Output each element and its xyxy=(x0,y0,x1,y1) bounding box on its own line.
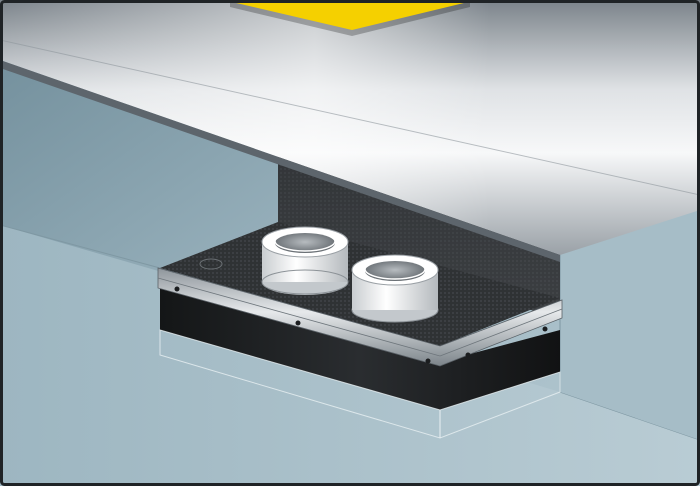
back-panel-shade xyxy=(278,150,560,318)
floor-edge-line xyxy=(0,224,161,269)
rail-groove-right xyxy=(439,308,563,357)
pipe-collar-left xyxy=(261,226,349,295)
screw xyxy=(295,320,301,326)
screw xyxy=(465,352,471,358)
arrow-down-icon xyxy=(230,0,470,36)
fascia-line xyxy=(0,39,700,196)
screw xyxy=(425,358,431,364)
screw xyxy=(174,286,180,292)
fascia-sheen xyxy=(0,0,700,255)
top-fixture xyxy=(199,258,223,270)
right-recess-wall xyxy=(560,210,700,440)
rail-groove xyxy=(157,277,441,357)
pipe-collar-right xyxy=(351,254,439,323)
screw xyxy=(542,326,548,332)
edge-rail xyxy=(157,267,563,367)
fascia-lower-edge xyxy=(0,60,560,262)
